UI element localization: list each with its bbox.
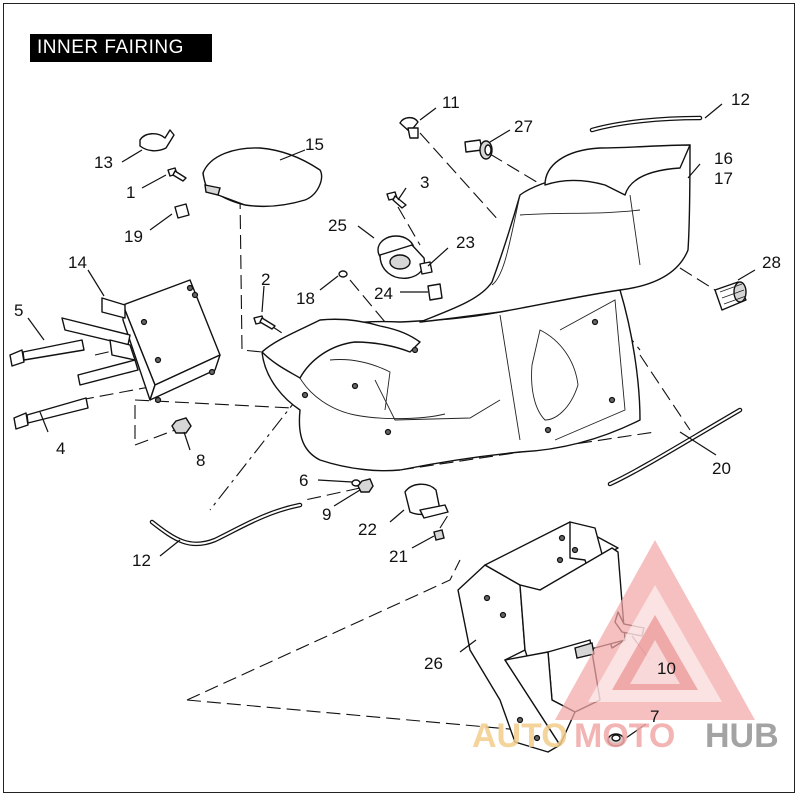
callout-26: 26: [424, 654, 443, 673]
callout-28: 28: [762, 253, 781, 272]
part-16-17-fairing-cap: [419, 144, 691, 323]
callout-22: 22: [358, 520, 377, 539]
part-26-mounting-bracket: [457, 521, 626, 753]
diagram-title: INNER FAIRING: [30, 34, 212, 62]
part-14-side-bracket: [61, 279, 221, 404]
callout-7: 7: [650, 707, 659, 726]
callout-labels: 13 1 19 15 14 5 4 2 18 3 25 23 24 11 27 …: [14, 90, 781, 726]
inner-fairing-body: [261, 289, 641, 472]
callout-15: 15: [305, 135, 324, 154]
callout-3: 3: [420, 173, 429, 192]
callout-27: 27: [514, 117, 533, 136]
callout-10: 10: [657, 659, 676, 678]
callout-12-bottom: 12: [132, 551, 151, 570]
watermark-logo: AUTO MOTO HUB: [472, 540, 779, 755]
diagram-border: [3, 3, 795, 793]
callout-11: 11: [442, 93, 460, 112]
part-15-pocket-lid: [202, 147, 323, 208]
callout-24: 24: [374, 284, 393, 303]
callout-16: 16: [714, 149, 733, 168]
watermark-text-moto: MOTO: [574, 717, 675, 755]
callout-25: 25: [328, 216, 347, 235]
callout-21: 21: [389, 547, 408, 566]
callout-19: 19: [124, 227, 143, 246]
callout-5: 5: [14, 301, 23, 320]
callout-13: 13: [94, 153, 113, 172]
callout-6: 6: [299, 471, 308, 490]
callout-14: 14: [68, 253, 87, 272]
callout-12-top: 12: [731, 90, 750, 109]
callout-23: 23: [456, 233, 475, 252]
callout-8: 8: [196, 451, 205, 470]
watermark-text-hub: HUB: [705, 717, 779, 755]
callout-2: 2: [261, 270, 270, 289]
cable-parts: [149, 115, 743, 547]
callout-20: 20: [712, 459, 731, 478]
callout-9: 9: [322, 505, 331, 524]
watermark-text-auto: AUTO: [472, 717, 568, 755]
callout-4: 4: [56, 439, 65, 458]
part-7-nut: [607, 733, 625, 747]
callout-17: 17: [714, 169, 733, 188]
callout-1: 1: [126, 183, 135, 202]
callout-18: 18: [296, 289, 315, 308]
